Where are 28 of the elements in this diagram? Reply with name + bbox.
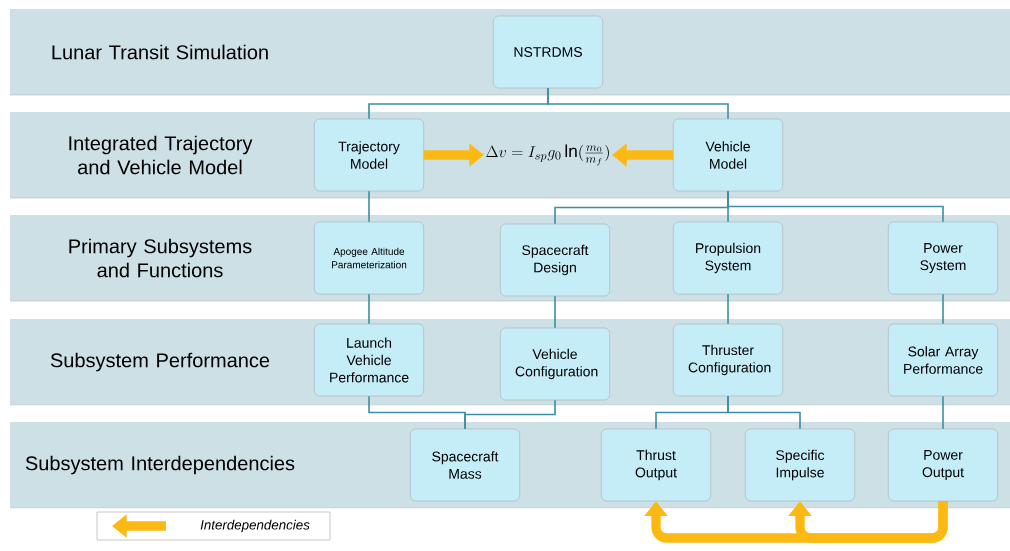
process-box: Vehicle Configuration <box>500 327 610 401</box>
process-box: Thruster Configuration <box>673 323 783 397</box>
process-box: Thrust Output <box>601 428 711 502</box>
connector-line <box>547 87 729 120</box>
connector-line <box>942 293 944 325</box>
process-box: Launch Vehicle Performance <box>314 323 424 397</box>
process-box: Apogee Altitude Parameterization <box>314 221 424 295</box>
connector-line <box>727 293 729 325</box>
process-box: Propulsion System <box>673 221 783 295</box>
process-box: Spacecraft Mass <box>410 428 520 502</box>
block-arrow <box>788 501 948 543</box>
connector-line <box>727 395 801 430</box>
process-box: NSTRDMS <box>493 15 603 89</box>
connector-line <box>368 293 370 325</box>
connector-line <box>727 190 944 223</box>
process-box: Power System <box>888 221 998 295</box>
formula: $\Delta v = I_{sp} g_0 \ln(\frac{m_0}{m_f})$ <box>486 144 609 166</box>
process-box: Power Output <box>888 428 998 502</box>
process-box: Trajectory Model <box>314 118 424 192</box>
connector-line <box>464 399 556 430</box>
connector-line <box>368 190 370 223</box>
connector-line <box>554 295 556 329</box>
process-box: Vehicle Model <box>673 118 783 192</box>
connector-line <box>942 395 944 430</box>
process-box: Specific Impulse <box>745 428 855 502</box>
process-box: Spacecraft Design <box>500 223 610 297</box>
legend-label: Interdependencies <box>200 519 310 533</box>
process-box: Solar Array Performance <box>888 323 998 397</box>
